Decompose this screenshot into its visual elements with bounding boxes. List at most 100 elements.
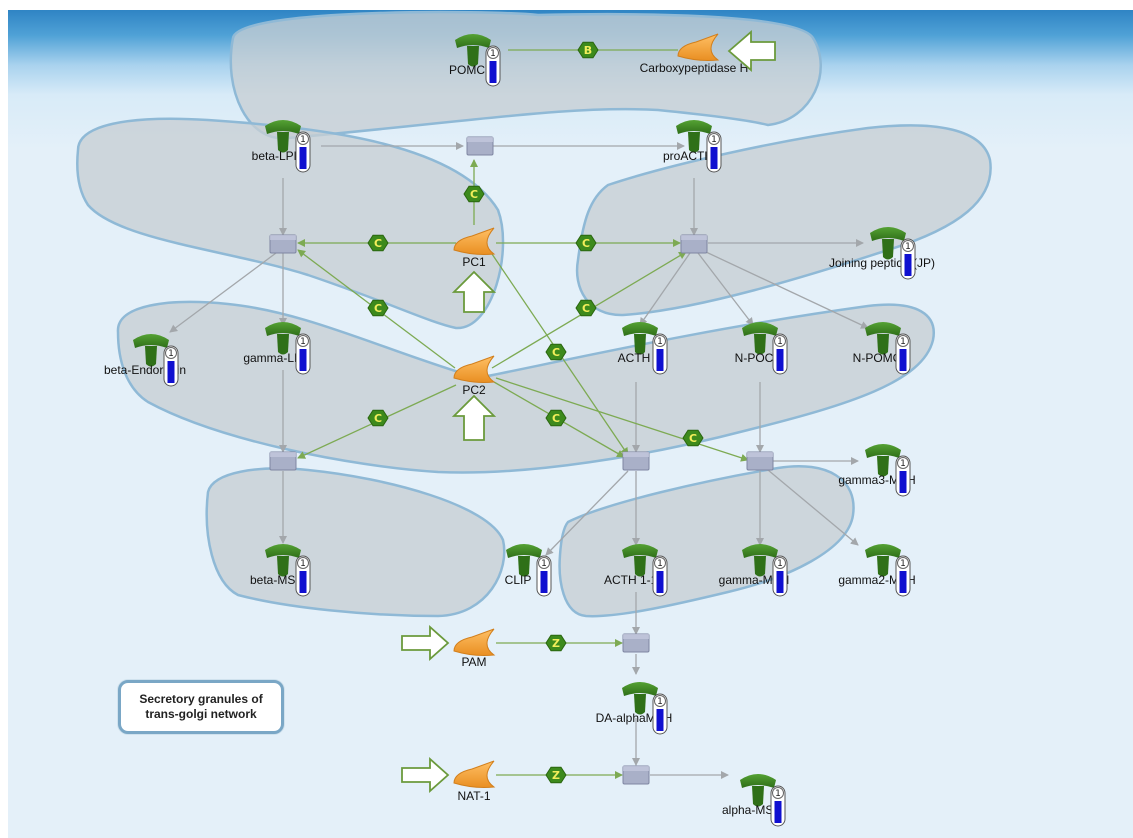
protein-node-pomc[interactable]: POMC 1	[449, 34, 501, 87]
badge-count: 1	[541, 559, 547, 569]
protein-glyph-icon	[133, 334, 169, 367]
process-node[interactable]	[269, 451, 297, 471]
process-node[interactable]	[680, 234, 708, 254]
badge-count: 1	[168, 349, 174, 359]
enzyme-glyph-icon	[453, 355, 496, 383]
expression-badge: 1	[895, 455, 911, 497]
granule-lower-left	[205, 467, 506, 618]
protein-label: N-POC	[735, 351, 774, 365]
process-node[interactable]	[269, 234, 297, 254]
expression-badge: 1	[295, 555, 311, 597]
catalysis-marker-label: C	[582, 302, 590, 315]
expression-badge: 1	[536, 555, 552, 597]
legend-compartment-label: Secretory granules of trans-golgi networ…	[118, 680, 284, 734]
catalysis-marker-c: C	[367, 409, 389, 427]
badge-count: 1	[300, 337, 306, 347]
protein-label: Joining peptide (JP)	[829, 256, 935, 270]
enzyme-node-pam[interactable]: PAM	[453, 628, 496, 669]
granules	[76, 10, 992, 618]
badge-count: 1	[900, 459, 906, 469]
catalysis-marker-label: C	[374, 237, 382, 250]
expression-badge: 1	[652, 693, 668, 735]
enzyme-label: Carboxypeptidase H	[640, 61, 749, 75]
protein-node-acth-1-13[interactable]: ACTH 1-131	[604, 544, 668, 597]
expression-badge: 1	[163, 345, 179, 387]
enzyme-glyph-icon	[453, 628, 496, 656]
protein-label: N-POMC	[853, 351, 902, 365]
protein-glyph-icon	[740, 774, 776, 807]
protein-node-jp[interactable]: Joining peptide (JP)1	[829, 227, 935, 280]
catalysis-marker-c: C	[367, 234, 389, 252]
protein-node-gamma-msh[interactable]: gamma-MSH 1	[719, 544, 790, 597]
protein-glyph-icon	[622, 682, 658, 715]
catalysis-marker-label: C	[689, 432, 697, 445]
catalysis-marker-c: C	[545, 343, 567, 361]
enzyme-node-cpe[interactable]: Carboxypeptidase H	[640, 33, 749, 75]
expression-badge: 1	[485, 45, 501, 87]
expression-badge: 1	[895, 555, 911, 597]
enzyme-node-pc1[interactable]: PC1	[453, 227, 496, 269]
expression-badge: 1	[652, 555, 668, 597]
process-node[interactable]	[466, 136, 494, 156]
process-node[interactable]	[622, 633, 650, 653]
enzyme-label: NAT-1	[457, 789, 490, 803]
protein-glyph-icon	[455, 34, 491, 67]
enzyme-glyph-icon	[677, 33, 720, 61]
enzyme-glyph-icon	[453, 760, 496, 788]
expression-badge: 1	[772, 333, 788, 375]
process-node[interactable]	[622, 765, 650, 785]
enzyme-node-nat1[interactable]: NAT-1	[453, 760, 496, 803]
granule-upper-left	[76, 117, 505, 330]
input-arrow-right-icon[interactable]	[401, 624, 450, 662]
catalysis-marker-label: C	[552, 412, 560, 425]
catalysis-marker-z: Z	[545, 766, 567, 784]
badge-count: 1	[490, 49, 496, 59]
process-nodes	[269, 136, 774, 785]
expression-badge: 1	[895, 333, 911, 375]
catalysis-marker-label: Z	[552, 637, 560, 650]
badge-count: 1	[657, 697, 663, 707]
input-arrow-left-icon[interactable]	[727, 30, 776, 72]
input-arrow-up-icon[interactable]	[451, 394, 497, 441]
legend-line-1: Secretory granules of	[139, 692, 263, 706]
expression-badge: 1	[706, 131, 722, 173]
input-arrow-right-icon[interactable]	[401, 756, 450, 794]
protein-label: POMC	[449, 63, 485, 77]
catalysis-marker-c: C	[575, 299, 597, 317]
enzyme-glyph-icon	[453, 227, 496, 255]
input-arrows	[401, 30, 776, 794]
catalysis-marker-label: C	[582, 237, 590, 250]
expression-badge: 1	[772, 555, 788, 597]
protein-label: gamma-MSH	[719, 573, 790, 587]
protein-label: beta-MSH	[250, 573, 304, 587]
catalysis-marker-label: Z	[552, 769, 560, 782]
enzyme-label: PC1	[462, 255, 486, 269]
protein-glyph-icon	[865, 322, 901, 355]
enzyme-node-pc2[interactable]: PC2	[453, 355, 496, 397]
enzyme-label: PAM	[461, 655, 486, 669]
input-arrow-up-icon[interactable]	[451, 270, 497, 313]
catalysis-marker-c: C	[575, 234, 597, 252]
protein-glyph-icon	[622, 322, 658, 355]
catalysis-marker-label: C	[470, 188, 478, 201]
badge-count: 1	[900, 559, 906, 569]
badge-count: 1	[777, 559, 783, 569]
process-node[interactable]	[622, 451, 650, 471]
process-node[interactable]	[746, 451, 774, 471]
catalysis-marker-label: C	[552, 346, 560, 359]
